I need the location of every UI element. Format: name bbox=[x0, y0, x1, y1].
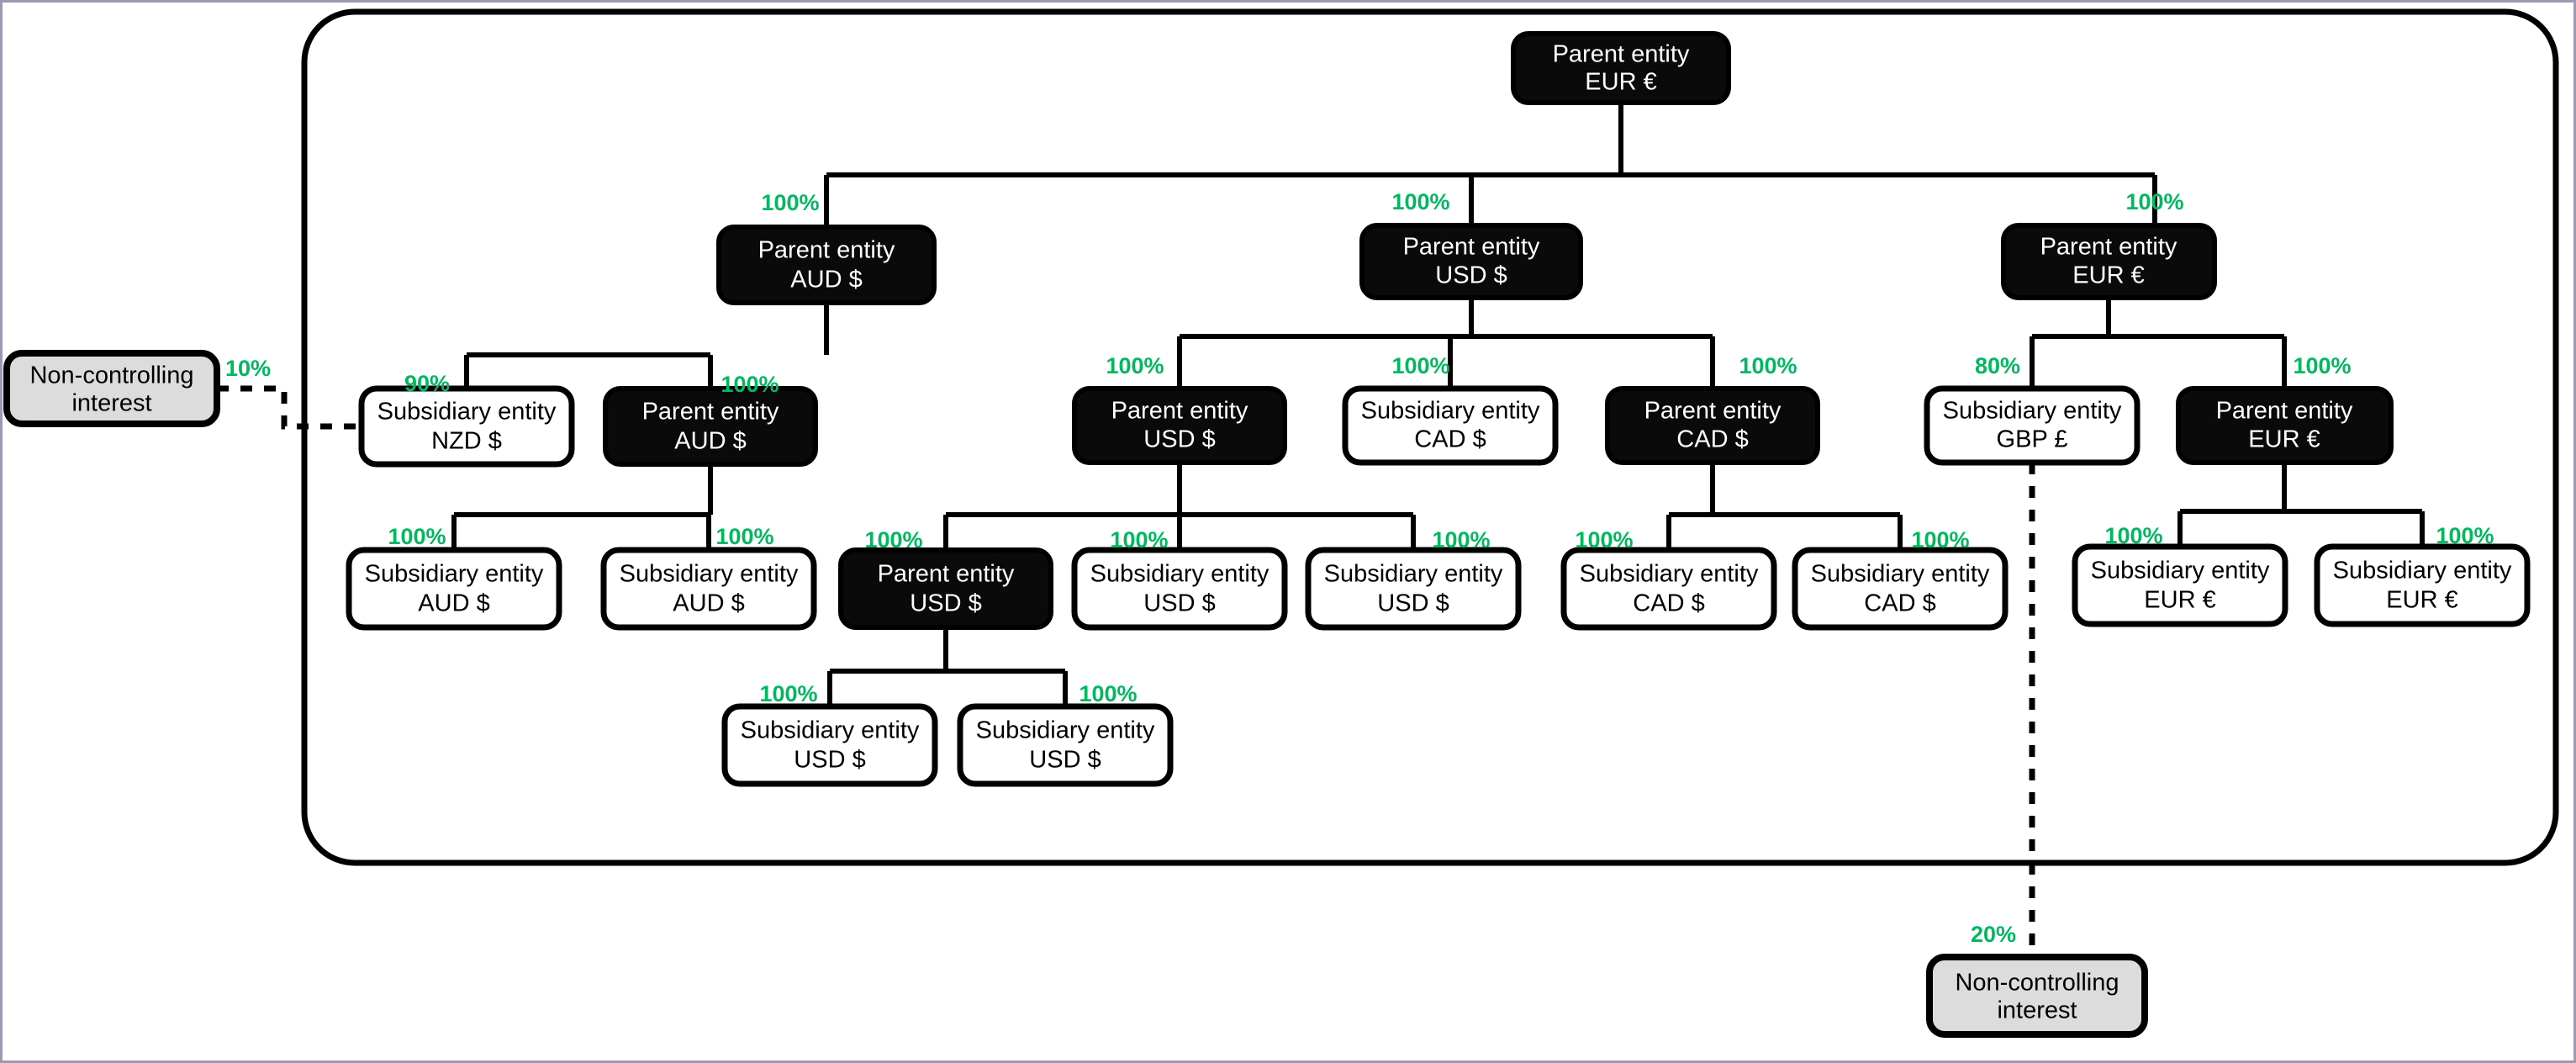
node-parent-entity-eur-level2[interactable]: Parent entity EUR € bbox=[2001, 223, 2217, 300]
node-currency-label: USD $ bbox=[1143, 590, 1215, 617]
node-role-label: Parent entity bbox=[758, 237, 895, 264]
node-currency-label: USD $ bbox=[1377, 590, 1449, 617]
nci-label-line2: interest bbox=[1997, 997, 2077, 1024]
node-currency-label: AUD $ bbox=[790, 267, 862, 294]
pct-label: 100% bbox=[388, 524, 446, 549]
node-parent-entity-eur-root[interactable]: Parent entity EUR € bbox=[1511, 31, 1731, 105]
node-role-label: Subsidiary entity bbox=[620, 561, 799, 588]
node-currency-label: EUR € bbox=[2386, 587, 2457, 614]
node-currency-label: USD $ bbox=[1143, 426, 1215, 453]
node-parent-entity-aud[interactable]: Parent entity AUD $ bbox=[716, 225, 937, 305]
node-role-label: Subsidiary entity bbox=[2333, 558, 2512, 584]
node-role-label: Subsidiary entity bbox=[1324, 561, 1503, 588]
node-role-label: Subsidiary entity bbox=[1580, 561, 1759, 588]
pct-label: 100% bbox=[721, 372, 779, 397]
pct-label: 100% bbox=[2293, 353, 2351, 378]
node-subsidiary-entity-aud-2[interactable]: Subsidiary entity AUD $ bbox=[600, 547, 817, 631]
pct-label: 100% bbox=[759, 681, 817, 706]
node-subsidiary-entity-usd-c[interactable]: Subsidiary entity USD $ bbox=[721, 703, 938, 787]
node-currency-label: CAD $ bbox=[1633, 590, 1704, 617]
pct-label: 100% bbox=[1110, 527, 1168, 553]
node-parent-entity-usd[interactable]: Parent entity USD $ bbox=[1359, 223, 1583, 300]
pct-label: 100% bbox=[1911, 527, 1969, 553]
node-subsidiary-entity-usd-d[interactable]: Subsidiary entity USD $ bbox=[957, 703, 1174, 787]
node-role-label: Subsidiary entity bbox=[976, 717, 1155, 744]
node-parent-entity-usd-level4[interactable]: Parent entity USD $ bbox=[838, 547, 1053, 630]
node-currency-label: EUR € bbox=[2248, 426, 2320, 453]
node-currency-label: USD $ bbox=[1029, 747, 1101, 774]
node-subsidiary-entity-usd-a[interactable]: Subsidiary entity USD $ bbox=[1071, 547, 1288, 631]
node-currency-label: EUR € bbox=[2072, 262, 2144, 289]
node-subsidiary-entity-eur-1[interactable]: Subsidiary entity EUR € bbox=[2072, 543, 2288, 627]
node-non-controlling-interest-left[interactable]: Non-controlling interest bbox=[3, 350, 220, 427]
pct-label: 100% bbox=[1106, 353, 1164, 378]
nci-dotted-connectors bbox=[217, 385, 2035, 957]
nci-label-line1: Non-controlling bbox=[29, 362, 193, 389]
node-currency-label: AUD $ bbox=[418, 590, 489, 617]
node-currency-label: EUR € bbox=[2144, 587, 2215, 614]
node-role-label: Parent entity bbox=[2216, 398, 2353, 425]
pct-label: 10% bbox=[225, 356, 271, 381]
node-subsidiary-entity-cad-1[interactable]: Subsidiary entity CAD $ bbox=[1560, 547, 1777, 631]
node-role-label: Parent entity bbox=[1553, 41, 1690, 68]
ownership-percentage-labels: 100% 100% 100% 90% 100% 100% 100% 100% 8… bbox=[225, 189, 2494, 947]
node-currency-label: AUD $ bbox=[674, 428, 746, 455]
node-currency-label: CAD $ bbox=[1676, 426, 1748, 453]
node-role-label: Subsidiary entity bbox=[1361, 398, 1540, 425]
node-subsidiary-entity-nzd[interactable]: Subsidiary entity NZD $ bbox=[358, 385, 575, 468]
pct-label: 100% bbox=[2125, 189, 2183, 214]
node-subsidiary-entity-gbp[interactable]: Subsidiary entity GBP £ bbox=[1924, 385, 2141, 466]
node-role-label: Subsidiary entity bbox=[377, 399, 557, 426]
node-subsidiary-entity-usd-b[interactable]: Subsidiary entity USD $ bbox=[1305, 547, 1522, 631]
node-currency-label: NZD $ bbox=[431, 428, 502, 455]
pct-label: 100% bbox=[2436, 523, 2494, 548]
pct-label: 100% bbox=[761, 190, 819, 215]
pct-label: 20% bbox=[1971, 922, 2016, 947]
pct-label: 100% bbox=[1391, 189, 1449, 214]
node-role-label: Parent entity bbox=[1111, 398, 1248, 425]
nci-label-line2: interest bbox=[71, 390, 151, 417]
node-currency-label: CAD $ bbox=[1414, 426, 1486, 453]
node-currency-label: GBP £ bbox=[1997, 426, 2068, 453]
node-parent-entity-aud-level3[interactable]: Parent entity AUD $ bbox=[603, 386, 818, 467]
node-subsidiary-entity-cad-2[interactable]: Subsidiary entity CAD $ bbox=[1792, 547, 2009, 631]
pct-label: 100% bbox=[2104, 523, 2162, 548]
node-currency-label: AUD $ bbox=[673, 590, 744, 617]
pct-label: 100% bbox=[1391, 353, 1449, 378]
nci-label-line1: Non-controlling bbox=[1955, 970, 2119, 997]
node-currency-label: EUR € bbox=[1585, 69, 1656, 96]
connector-edges bbox=[451, 103, 2425, 706]
node-subsidiary-entity-cad-level3[interactable]: Subsidiary entity CAD $ bbox=[1342, 385, 1559, 466]
node-role-label: Parent entity bbox=[1403, 234, 1540, 261]
node-currency-label: USD $ bbox=[794, 747, 865, 774]
node-role-label: Subsidiary entity bbox=[365, 561, 544, 588]
node-role-label: Parent entity bbox=[642, 399, 779, 426]
pct-label: 100% bbox=[1575, 527, 1633, 553]
node-parent-entity-usd-level3[interactable]: Parent entity USD $ bbox=[1072, 386, 1287, 465]
pct-label: 100% bbox=[715, 524, 773, 549]
pct-label: 100% bbox=[1079, 681, 1137, 706]
node-currency-label: USD $ bbox=[910, 590, 981, 617]
pct-label: 80% bbox=[1975, 353, 2020, 378]
node-parent-entity-eur-level3[interactable]: Parent entity EUR € bbox=[2176, 386, 2394, 465]
node-role-label: Parent entity bbox=[1644, 398, 1782, 425]
node-role-label: Parent entity bbox=[878, 561, 1015, 588]
node-role-label: Subsidiary entity bbox=[1090, 561, 1270, 588]
node-role-label: Subsidiary entity bbox=[1943, 398, 2122, 425]
node-subsidiary-entity-aud-1[interactable]: Subsidiary entity AUD $ bbox=[346, 547, 562, 631]
node-currency-label: CAD $ bbox=[1864, 590, 1935, 617]
pct-label: 100% bbox=[1432, 527, 1490, 553]
node-currency-label: USD $ bbox=[1435, 262, 1507, 289]
node-role-label: Subsidiary entity bbox=[2091, 558, 2270, 584]
pct-label: 100% bbox=[1739, 353, 1797, 378]
node-role-label: Subsidiary entity bbox=[741, 717, 920, 744]
node-role-label: Subsidiary entity bbox=[1811, 561, 1990, 588]
node-non-controlling-interest-bottom[interactable]: Non-controlling interest bbox=[1926, 954, 2148, 1038]
pct-label: 100% bbox=[864, 527, 922, 553]
node-role-label: Parent entity bbox=[2040, 234, 2177, 261]
node-parent-entity-cad[interactable]: Parent entity CAD $ bbox=[1605, 386, 1820, 465]
pct-label: 90% bbox=[404, 371, 450, 396]
consolidation-group-frame bbox=[301, 8, 2559, 866]
node-subsidiary-entity-eur-2[interactable]: Subsidiary entity EUR € bbox=[2314, 543, 2531, 627]
